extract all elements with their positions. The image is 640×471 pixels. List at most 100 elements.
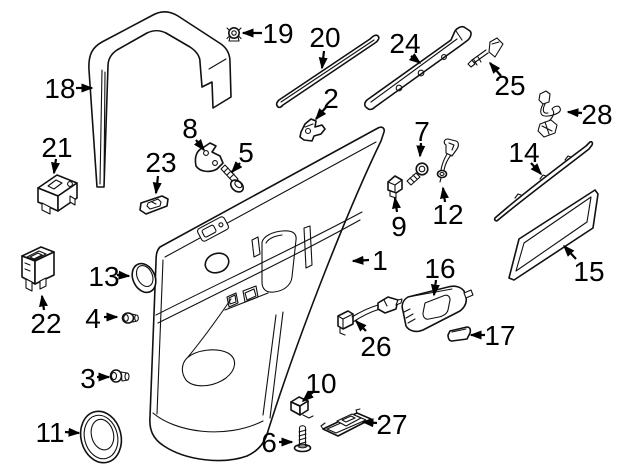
callout-label-25: 25 [494,70,525,101]
callout-label-27: 27 [376,409,407,440]
callout-label-14: 14 [508,137,539,168]
callout-label-23: 23 [145,147,176,178]
callout-label-7: 7 [414,116,430,147]
callout-arrow-12 [440,186,449,203]
part-23-clip [139,195,169,215]
part-12-rod-clip [436,138,459,183]
callout-arrow-25 [489,61,502,77]
callout-27: 27 [361,409,408,440]
callout-label-26: 26 [360,331,391,362]
callout-1: 1 [351,245,388,276]
callout-24: 24 [389,28,422,64]
callout-8: 8 [182,113,205,152]
part-13-bezel-ring [131,262,157,294]
callout-label-12: 12 [432,199,463,230]
part-1-door-trim-panel [149,126,385,462]
part-24-belt-molding [363,25,472,111]
callout-label-20: 20 [309,22,340,53]
callout-arrow-26 [354,319,367,332]
part-9-clip [387,175,403,199]
callout-22: 22 [30,294,62,339]
callout-13: 13 [88,261,131,292]
callout-15: 15 [562,244,605,287]
callout-20: 20 [309,22,341,70]
callout-arrow-5 [231,161,243,174]
callout-label-22: 22 [30,308,61,339]
callout-arrow-21 [51,158,60,175]
part-20-belt-weatherstrip [275,34,380,109]
callout-arrow-15 [562,244,577,260]
callout-arrow-24 [408,53,422,64]
callout-label-21: 21 [41,132,72,163]
callout-10: 10 [301,368,337,403]
callout-arrow-10 [301,390,314,403]
part-18-window-frame-seal [88,10,232,188]
part-19-nut [226,26,242,42]
callout-arrow-20 [318,50,328,70]
callout-arrow-11 [64,427,81,437]
part-2-bracket [299,118,326,142]
callout-17: 17 [469,320,516,351]
callout-label-15: 15 [573,256,604,287]
callout-arrow-7 [416,142,426,158]
part-6-screw [293,425,312,453]
callout-5: 5 [231,137,254,174]
part-8-bracket [194,142,224,173]
callout-6: 6 [261,427,294,458]
callout-18: 18 [44,73,94,104]
callout-arrow-13 [116,270,131,280]
callout-arrow-14 [530,162,543,176]
part-3-grommet [109,369,130,383]
callout-arrow-1 [351,255,370,265]
callout-arrow-28 [566,108,583,118]
part-11-grommet-ring [79,410,123,464]
callout-arrow-8 [193,138,205,152]
callout-26: 26 [354,319,392,362]
callout-arrow-22 [39,294,48,311]
part-16-handle-bezel [401,285,474,333]
callout-28: 28 [566,99,613,130]
part-28-wiring-harness [537,90,561,138]
callout-label-17: 17 [484,320,515,351]
part-4-grommet [121,312,139,324]
callout-arrow-2 [315,105,328,121]
callout-21: 21 [41,132,73,175]
callout-label-8: 8 [182,113,198,144]
callout-label-18: 18 [44,73,75,104]
callout-label-9: 9 [391,211,407,242]
callout-11: 11 [35,417,81,448]
callout-14: 14 [508,137,543,176]
callout-label-16: 16 [424,253,455,284]
callout-label-19: 19 [262,18,293,49]
callout-arrow-9 [392,196,401,213]
part-14-trim-strip [493,140,594,222]
part-15-trim-panel [508,189,599,281]
part-21-switch [37,174,78,215]
callout-label-2: 2 [323,83,339,114]
part-17-cap [447,326,472,342]
callout-label-24: 24 [389,28,420,59]
callout-label-3: 3 [80,363,96,394]
callout-25: 25 [489,61,526,101]
callout-23: 23 [145,147,177,195]
callout-label-5: 5 [238,137,254,168]
part-27-courtesy-lamp [320,408,372,437]
callout-2: 2 [315,83,339,121]
callout-4: 4 [85,303,119,334]
callout-9: 9 [391,196,407,242]
part-22-switch [21,246,55,292]
part-5-bolt [220,164,245,193]
callout-label-28: 28 [581,99,612,130]
callout-label-1: 1 [372,245,388,276]
callout-12: 12 [432,186,464,230]
part-7-screw [406,162,429,186]
callout-label-6: 6 [261,427,277,458]
part-10-clip [290,396,314,419]
callout-label-11: 11 [35,417,64,448]
callout-arrow-27 [361,418,378,428]
callout-arrow-16 [430,279,440,297]
callout-label-4: 4 [85,303,101,334]
callout-label-10: 10 [305,368,336,399]
